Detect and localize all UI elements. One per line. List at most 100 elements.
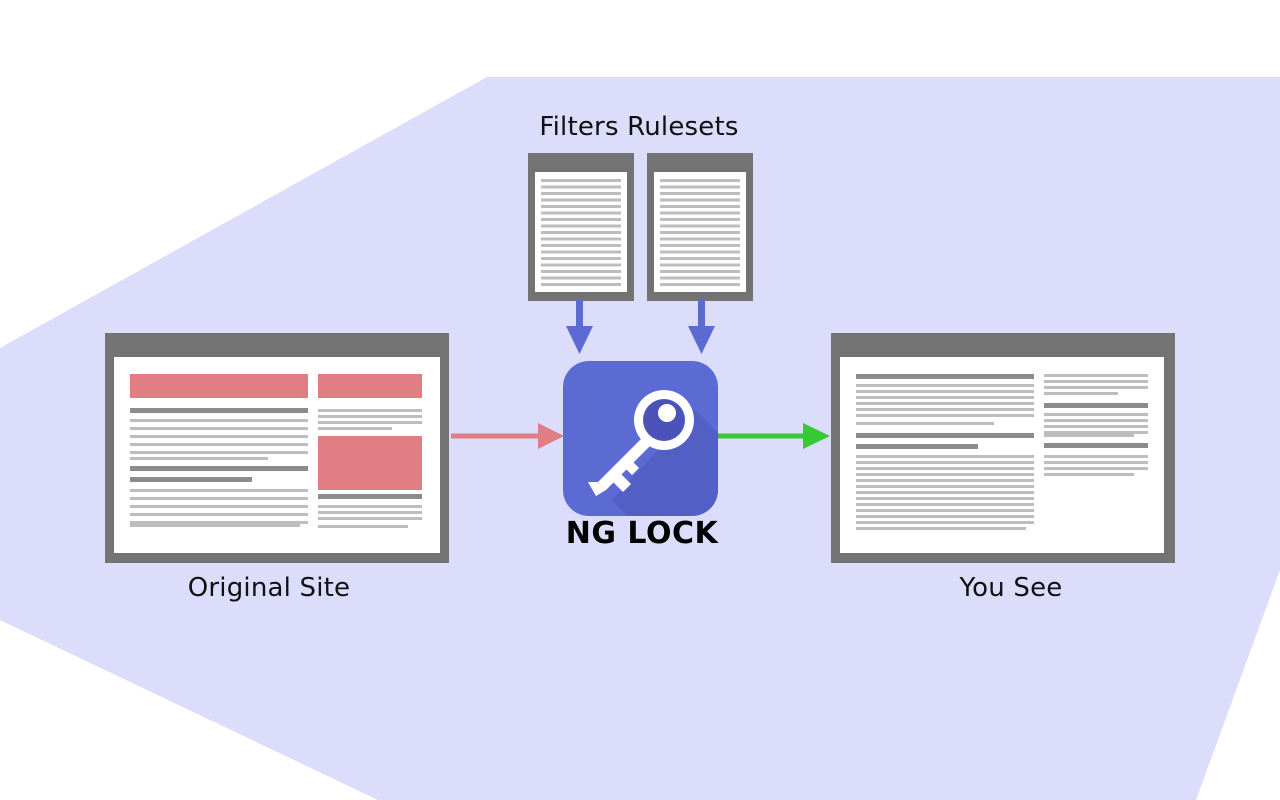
text-line bbox=[1044, 473, 1134, 476]
text-line bbox=[318, 427, 392, 430]
text-line bbox=[541, 185, 621, 189]
text-line bbox=[660, 270, 740, 273]
text-line bbox=[541, 257, 621, 260]
text-line bbox=[1044, 380, 1148, 383]
text-line bbox=[856, 414, 1034, 417]
text-line bbox=[130, 513, 308, 516]
heading-line bbox=[856, 444, 978, 449]
text-line bbox=[856, 497, 1034, 500]
text-line bbox=[130, 497, 308, 500]
text-line bbox=[856, 422, 994, 425]
text-line bbox=[541, 231, 621, 234]
original-site-text-lines bbox=[130, 408, 422, 528]
filters-rulesets-label: Filters Rulesets bbox=[539, 112, 739, 142]
heading-line bbox=[130, 408, 308, 413]
text-line bbox=[318, 511, 422, 514]
text-line bbox=[541, 211, 621, 215]
text-line bbox=[541, 218, 621, 221]
heading-line bbox=[130, 477, 252, 482]
text-line bbox=[541, 270, 621, 273]
text-line bbox=[856, 479, 1034, 482]
text-line bbox=[660, 244, 740, 247]
text-line bbox=[1044, 374, 1148, 377]
heading-line bbox=[1044, 403, 1148, 408]
result-site-text-lines bbox=[856, 374, 1148, 530]
text-line bbox=[856, 408, 1034, 411]
text-line bbox=[541, 198, 621, 202]
text-line bbox=[541, 205, 621, 208]
text-line bbox=[541, 283, 621, 286]
text-line bbox=[856, 503, 1034, 506]
text-line bbox=[856, 455, 1034, 458]
text-line bbox=[541, 244, 621, 247]
text-line bbox=[1044, 434, 1134, 437]
text-line bbox=[1044, 386, 1148, 389]
text-line bbox=[856, 509, 1034, 512]
text-line bbox=[660, 237, 740, 241]
blocked-content-arrow bbox=[451, 423, 564, 449]
clean-content-arrow bbox=[718, 423, 830, 449]
text-line bbox=[1044, 461, 1148, 464]
text-line bbox=[660, 218, 740, 221]
text-line bbox=[660, 198, 740, 202]
text-line bbox=[660, 205, 740, 208]
text-line bbox=[130, 505, 308, 508]
ad-banner-side bbox=[318, 374, 422, 398]
filter-ruleset-lines bbox=[660, 179, 740, 286]
text-line bbox=[130, 524, 300, 527]
text-line bbox=[856, 461, 1034, 464]
text-line bbox=[660, 231, 740, 234]
text-line bbox=[1044, 425, 1148, 428]
text-line bbox=[130, 457, 268, 460]
text-line bbox=[1044, 392, 1118, 395]
filter-arrow-left bbox=[566, 300, 593, 354]
text-line bbox=[856, 491, 1034, 494]
filter-ruleset-document-1 bbox=[528, 153, 634, 301]
original-site-window bbox=[105, 333, 449, 563]
heading-line bbox=[856, 433, 1034, 438]
text-line bbox=[1044, 455, 1148, 458]
text-line bbox=[856, 473, 1034, 476]
text-line bbox=[856, 515, 1034, 518]
text-line bbox=[541, 179, 621, 182]
text-line bbox=[660, 211, 740, 215]
text-line bbox=[660, 179, 740, 182]
text-line bbox=[1044, 413, 1148, 416]
text-line bbox=[318, 517, 422, 520]
text-line bbox=[130, 443, 308, 446]
text-line bbox=[130, 451, 308, 454]
text-line bbox=[660, 250, 740, 254]
text-line bbox=[130, 489, 308, 492]
text-line bbox=[856, 384, 1034, 387]
text-line bbox=[318, 421, 422, 424]
ad-banner-top bbox=[130, 374, 308, 398]
text-line bbox=[130, 419, 308, 422]
you-see-label: You See bbox=[959, 573, 1063, 603]
text-line bbox=[541, 192, 621, 195]
text-line bbox=[660, 192, 740, 195]
text-line bbox=[856, 402, 1034, 405]
text-line bbox=[130, 435, 308, 438]
text-line bbox=[541, 263, 621, 267]
text-line bbox=[318, 415, 422, 418]
filter-ruleset-document-2 bbox=[647, 153, 753, 301]
text-line bbox=[856, 396, 1034, 399]
ng-lock-app-icon bbox=[563, 361, 718, 516]
heading-line bbox=[318, 494, 422, 499]
result-site-window bbox=[831, 333, 1175, 563]
text-line bbox=[541, 276, 621, 280]
heading-line bbox=[1044, 443, 1148, 448]
ad-block-large bbox=[318, 436, 422, 490]
text-line bbox=[660, 283, 740, 286]
text-line bbox=[856, 527, 1026, 530]
text-line bbox=[660, 185, 740, 189]
text-line bbox=[660, 276, 740, 280]
original-site-label: Original Site bbox=[187, 573, 351, 603]
text-line bbox=[856, 390, 1034, 393]
text-line bbox=[856, 467, 1034, 470]
text-line bbox=[541, 250, 621, 254]
text-line bbox=[318, 409, 422, 412]
filter-ruleset-lines bbox=[541, 179, 621, 286]
filter-arrow-right bbox=[688, 300, 715, 354]
